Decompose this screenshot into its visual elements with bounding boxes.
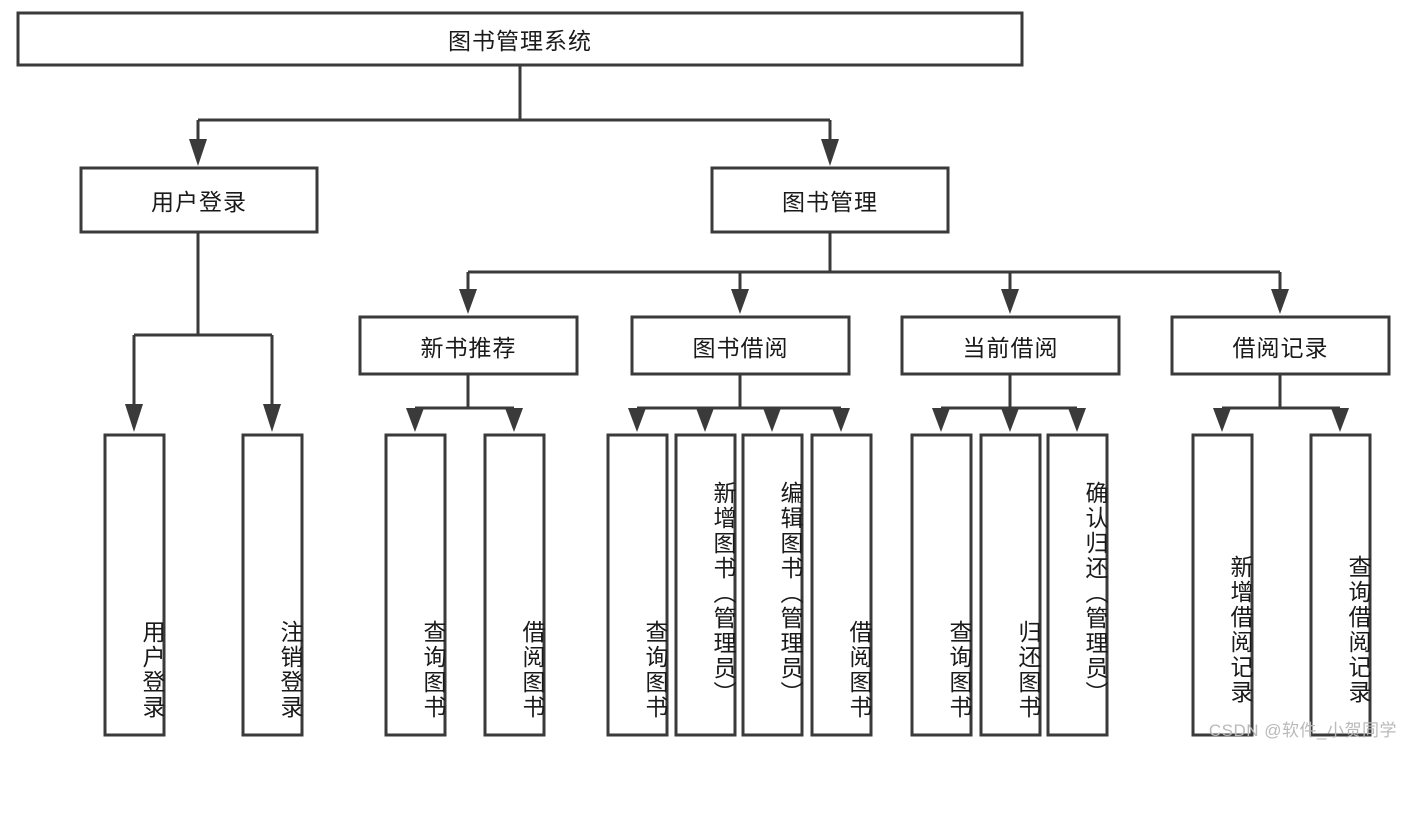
arrowhead-leaf-add-record	[1213, 408, 1231, 432]
arrowhead-leaf-confirm-return	[1068, 408, 1086, 432]
arrowhead-to-new-book	[459, 289, 477, 314]
node-root-box[interactable]	[16, 11, 1024, 67]
flowchart-canvas: 图书管理系统 用户登录 图书管理 新书推荐 图书借阅 当前借阅 借阅记录 用户登…	[16, 11, 1397, 740]
arrowhead-leaf-query-book-1	[406, 408, 424, 432]
arrowhead-to-book-manage	[821, 139, 839, 166]
leaf-box-edit-book[interactable]	[741, 433, 804, 737]
node-new-book-box[interactable]	[358, 315, 579, 376]
arrowhead-leaf-user-login	[125, 404, 143, 432]
leaf-box-user-login[interactable]	[103, 433, 166, 737]
arrowhead-leaf-borrow-book-2	[832, 408, 850, 432]
arrowhead-leaf-add-book	[696, 408, 714, 432]
flowchart-svg	[16, 11, 1391, 737]
leaf-box-add-book[interactable]	[674, 433, 737, 737]
arrowhead-leaf-return-book	[1001, 408, 1019, 432]
leaf-box-query-book-1[interactable]	[384, 433, 447, 737]
node-borrow-record-box[interactable]	[1170, 315, 1391, 376]
leaf-box-query-record[interactable]	[1309, 433, 1372, 737]
arrowhead-leaf-logout	[263, 404, 281, 432]
arrowhead-leaf-query-book-2	[628, 408, 646, 432]
node-book-manage-box[interactable]	[710, 166, 950, 234]
leaf-box-query-book-2[interactable]	[606, 433, 669, 737]
leaf-box-query-book-3[interactable]	[910, 433, 973, 737]
leaf-box-confirm-return[interactable]	[1046, 433, 1109, 737]
arrowhead-to-book-borrow	[731, 289, 749, 314]
leaf-box-add-record[interactable]	[1191, 433, 1254, 737]
leaf-box-borrow-book-1[interactable]	[483, 433, 546, 737]
node-book-borrow-box[interactable]	[630, 315, 851, 376]
arrowhead-to-borrow-record	[1271, 289, 1289, 314]
node-user-login-box[interactable]	[79, 166, 319, 234]
arrowhead-leaf-query-book-3	[932, 408, 950, 432]
arrowhead-to-user-login	[189, 139, 207, 166]
node-current-borrow-box[interactable]	[900, 315, 1121, 376]
leaf-box-logout[interactable]	[241, 433, 304, 737]
arrowhead-leaf-edit-book	[763, 408, 781, 432]
leaf-box-return-book[interactable]	[979, 433, 1042, 737]
arrowhead-leaf-query-record	[1331, 408, 1349, 432]
arrowhead-to-current-borrow	[1001, 289, 1019, 314]
arrowhead-leaf-borrow-book-1	[505, 408, 523, 432]
leaf-box-borrow-book-2[interactable]	[810, 433, 873, 737]
